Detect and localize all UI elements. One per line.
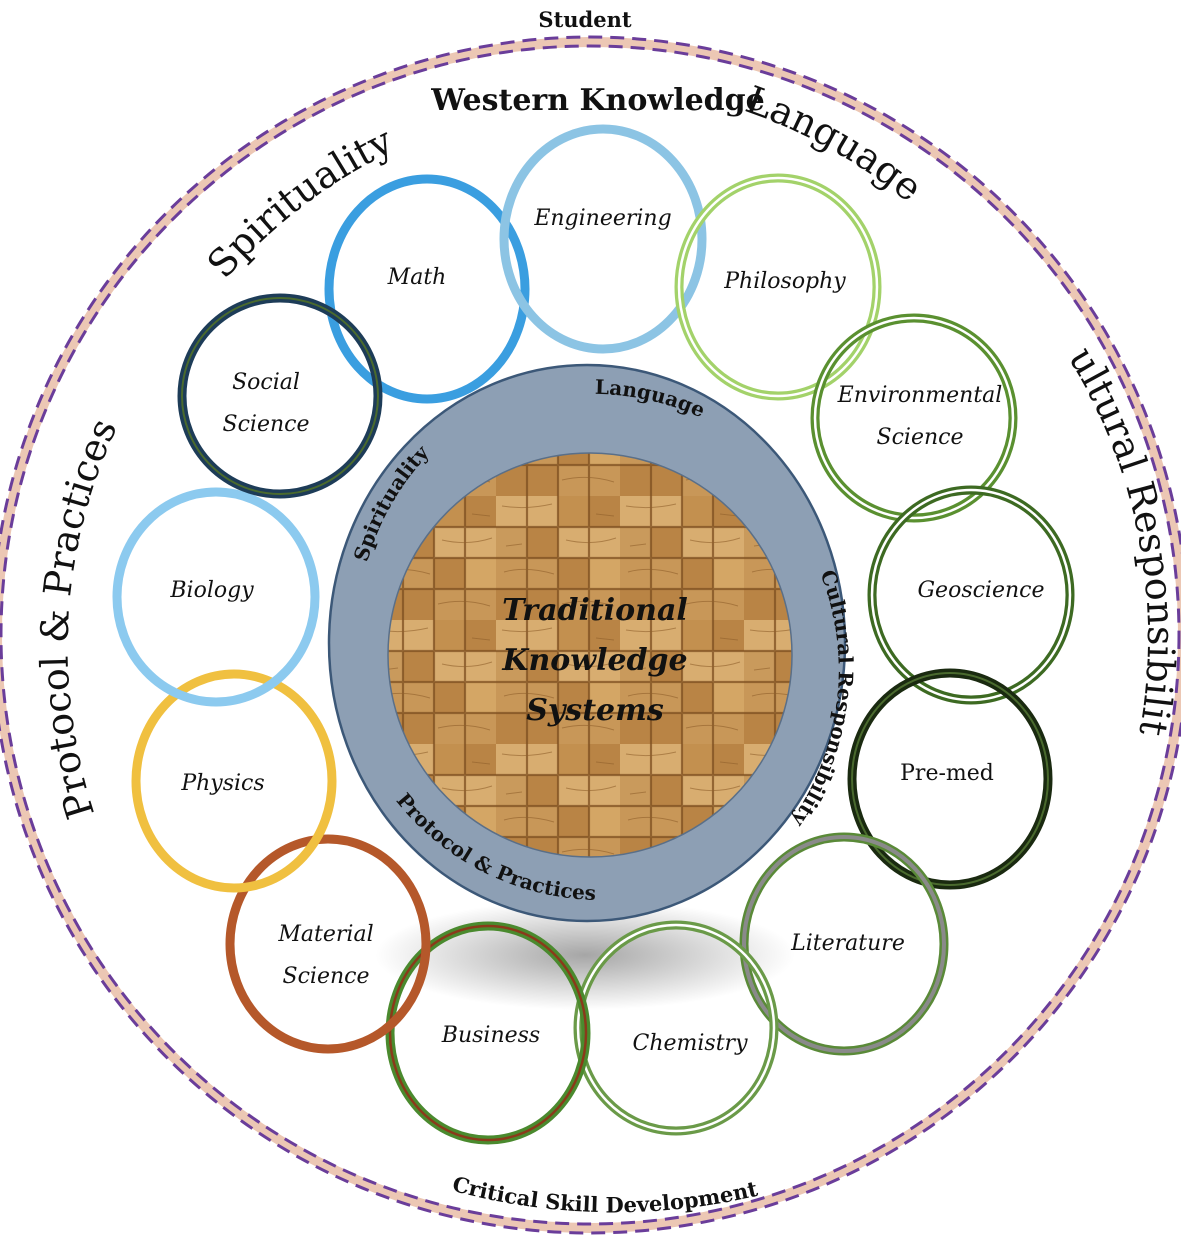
- discipline-label-pre-med: Pre-med: [900, 761, 994, 786]
- discipline-label-social-science-2: Science: [223, 412, 310, 437]
- discipline-label-physics: Physics: [180, 771, 264, 796]
- discipline-label-environmental-science-1: Environmental: [837, 383, 1003, 408]
- discipline-ring-biology: Biology: [112, 487, 320, 707]
- discipline-ring-engineering: Engineering: [499, 124, 707, 354]
- discipline-label-biology: Biology: [169, 578, 254, 603]
- discipline-label-environmental-science-2: Science: [877, 425, 964, 450]
- center-title-line-3: Systems: [526, 693, 664, 728]
- discipline-label-philosophy: Philosophy: [723, 269, 846, 294]
- discipline-ring-physics: Physics: [131, 669, 337, 893]
- discipline-label-material-science-2: Science: [283, 964, 370, 989]
- discipline-label-geoscience: Geoscience: [917, 578, 1044, 603]
- center-title-line-1: Traditional: [502, 593, 688, 628]
- discipline-label-math: Math: [387, 265, 447, 290]
- discipline-rings: Math EngineeringPhilosophyEnvironmentalSc…: [112, 124, 1075, 1145]
- discipline-label-chemistry: Chemistry: [633, 1031, 749, 1056]
- discipline-ring-business: Business: [385, 921, 591, 1145]
- center-title: Traditional Knowledge Systems: [501, 593, 687, 728]
- student-label: Student: [538, 7, 631, 32]
- discipline-ring-literature: Literature: [739, 832, 949, 1056]
- discipline-ring-chemistry: Chemistry: [573, 920, 779, 1136]
- discipline-label-social-science-1: Social: [232, 370, 300, 395]
- discipline-ring-pre-med: Pre-med: [847, 668, 1053, 890]
- protocol-outer-label: Protocol & Practices: [32, 412, 125, 824]
- outer-boundary-ring: [0, 35, 1181, 1235]
- svg-text:Protocol & Practices: Protocol & Practices: [32, 412, 125, 824]
- discipline-ring-math: Math: [324, 174, 530, 404]
- western-knowledge-label: Western Knowledge: [430, 83, 764, 118]
- discipline-label-literature: Literature: [790, 931, 905, 956]
- discipline-label-material-science-1: Material: [277, 922, 373, 947]
- center-title-line-2: Knowledge: [501, 643, 687, 678]
- discipline-ring-philosophy: Philosophy: [674, 173, 882, 401]
- discipline-ring-geoscience: Geoscience: [867, 485, 1075, 705]
- discipline-label-business: Business: [441, 1023, 540, 1048]
- traditional-knowledge-core: [327, 363, 847, 923]
- discipline-label-engineering: Engineering: [533, 206, 671, 231]
